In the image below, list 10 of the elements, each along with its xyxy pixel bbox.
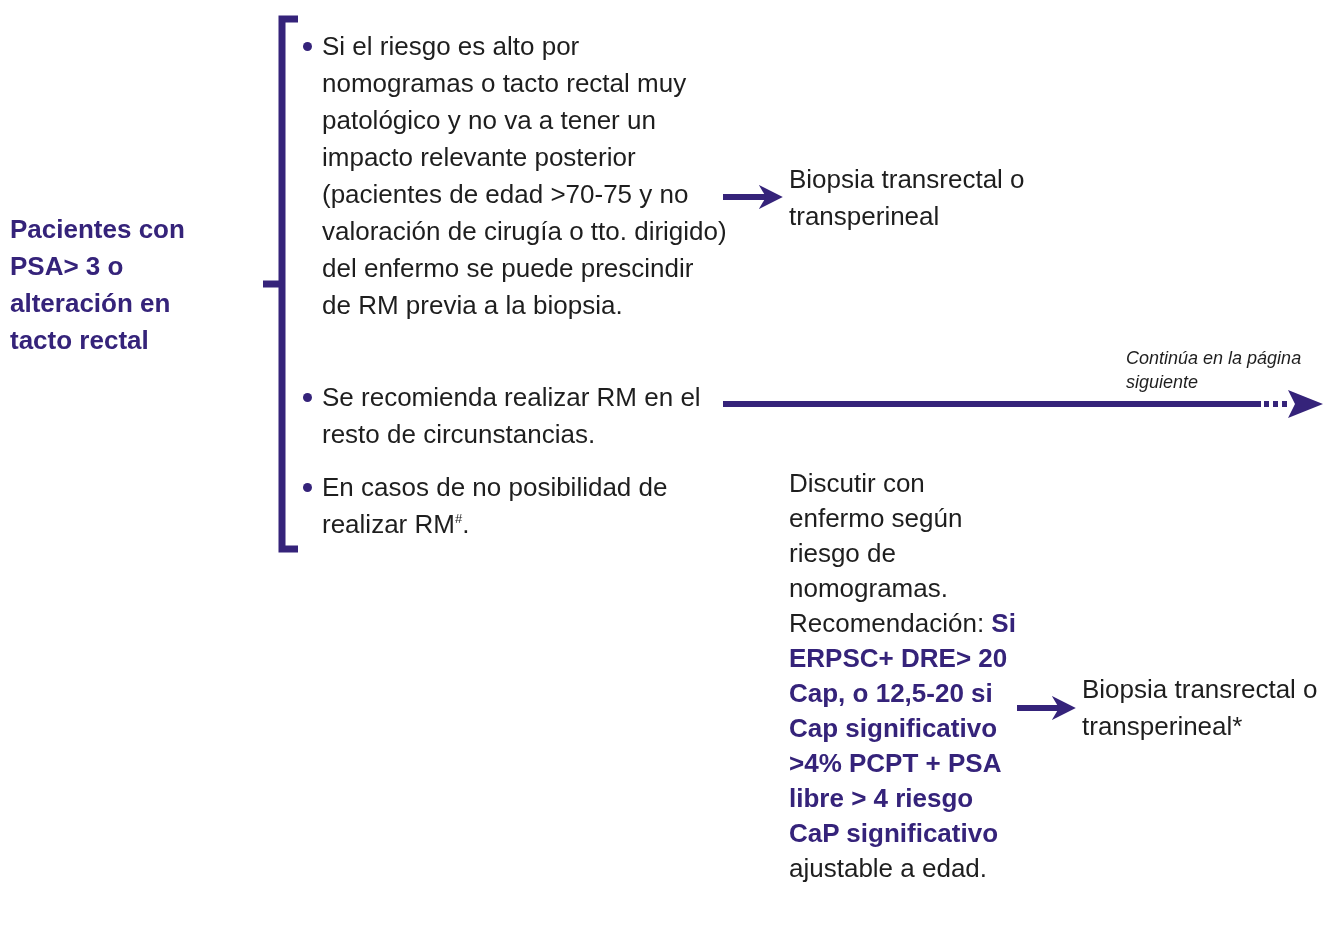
outcome-text: Biopsia transrectal o transperineal*	[1082, 673, 1319, 743]
bullet-item: En casos de no posibilidad de realizar RM$^{#}$.	[322, 471, 669, 541]
edge-label: Continúa en la página siguiente	[1126, 347, 1303, 394]
bullet-item: Se recomienda realizar RM en el resto de circunstancias.	[322, 381, 702, 451]
outcome-text: Biopsia transrectal o transperineal	[789, 163, 1026, 233]
patient-criteria-text: Pacientes con PSA> 3 o alteración en tacto rectal	[10, 213, 186, 357]
bullet-item: Si el riesgo es alto por nomogramas o tacto rectal muy patológico y no va a tener un impacto relevante posterior (pacientes de edad >70-75 y no valoración de cirugía o tto. dirigido) del enfermo se puede prescindir de RM previa a la biopsia.	[322, 30, 727, 322]
arrow	[723, 185, 783, 209]
arrow	[1017, 696, 1076, 720]
recommendation-text: Discutir con enfermo según riesgo de nomogramas. Recomendación: Si ERPSC+ DRE> 20 Cap, o 12,5-20 si Cap significativo >4% PCPT + PSA libre > 4 riesgo CaP significativo ajustable a edad.	[789, 467, 1017, 885]
